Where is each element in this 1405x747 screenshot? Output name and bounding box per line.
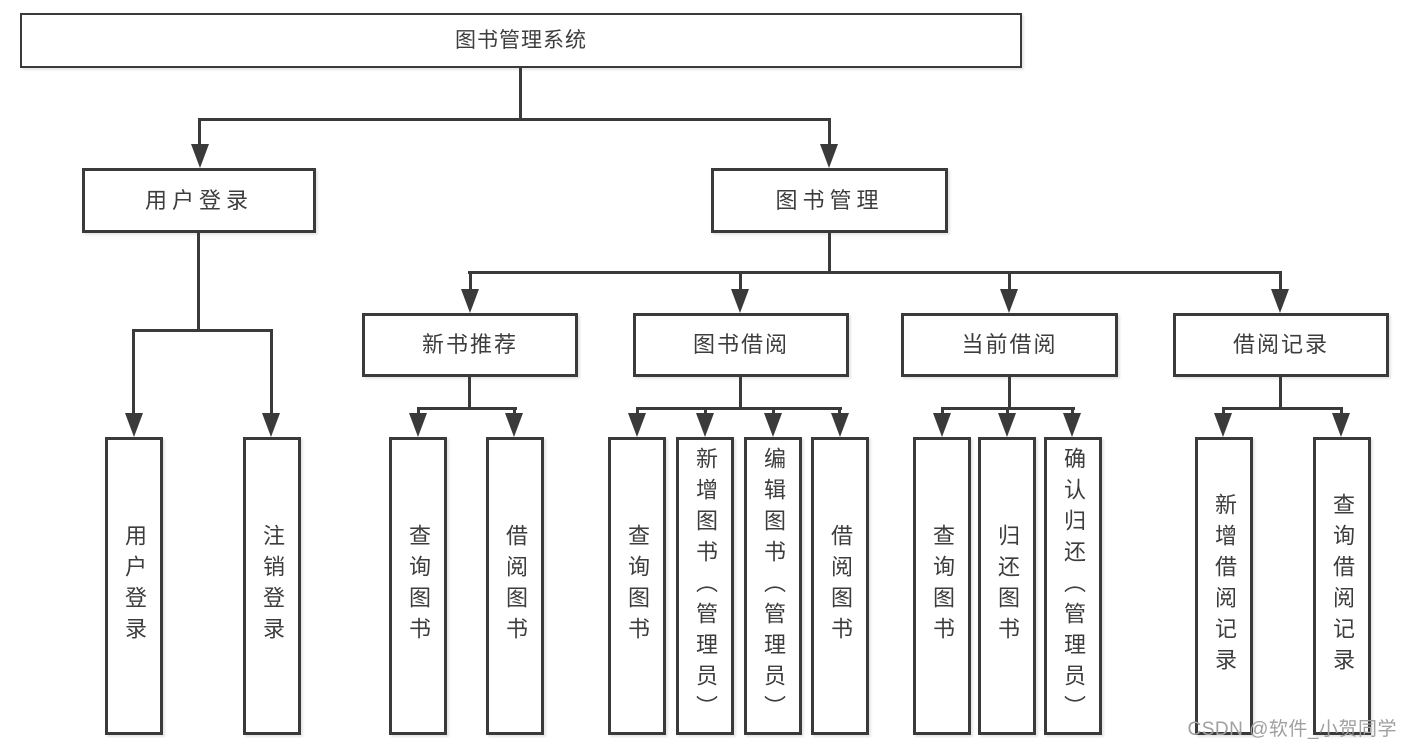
node-label: 查询图书 — [930, 524, 955, 648]
arrowhead — [409, 413, 427, 437]
connector-line — [828, 118, 831, 148]
node-label: 图书管理系统 — [455, 29, 587, 52]
arrowhead — [1000, 289, 1018, 313]
connector-line — [198, 118, 831, 121]
node-label: 当前借阅 — [961, 332, 1058, 357]
arrowhead — [1332, 413, 1350, 437]
node-return-books: 归还图书 — [978, 437, 1036, 735]
node-label: 图书管理 — [775, 187, 884, 213]
node-user-login: 用户登录 — [82, 168, 316, 233]
node-query-books-current: 查询图书 — [913, 437, 971, 735]
node-label: 归还图书 — [995, 524, 1020, 648]
node-label: 借阅记录 — [1232, 332, 1329, 357]
node-edit-book-admin: 编辑图书（管理员） — [744, 437, 802, 735]
node-label: 查询图书 — [406, 524, 431, 648]
connector-line — [1008, 377, 1011, 410]
node-query-borrow-record: 查询借阅记录 — [1313, 437, 1371, 735]
connector-line — [739, 271, 742, 293]
node-label: 用户登录 — [122, 524, 147, 648]
node-label: 查询图书 — [625, 524, 650, 648]
node-query-books-borrowing: 查询图书 — [608, 437, 666, 735]
node-label: 注销登录 — [260, 524, 285, 648]
connector-line — [838, 407, 841, 415]
connector-line — [469, 271, 472, 293]
watermark: CSDN @软件_小贺同学 — [1187, 719, 1397, 740]
connector-line — [417, 407, 420, 415]
arrowhead — [820, 144, 838, 168]
arrowhead — [628, 413, 646, 437]
node-borrow-books-recommend: 借阅图书 — [486, 437, 544, 735]
arrowhead — [764, 413, 782, 437]
node-add-borrow-record: 新增借阅记录 — [1195, 437, 1253, 735]
connector-line — [270, 329, 273, 415]
connector-line — [197, 233, 200, 332]
connector-line — [1279, 271, 1282, 293]
node-user-login-leaf: 用户登录 — [105, 437, 163, 735]
node-label: 新增图书（管理员） — [693, 446, 718, 726]
connector-line — [468, 377, 471, 410]
connector-line — [1222, 407, 1343, 410]
connector-line — [1071, 407, 1074, 415]
node-borrowing-records: 借阅记录 — [1173, 313, 1389, 377]
arrowhead — [1271, 289, 1289, 313]
connector-line — [636, 407, 842, 410]
node-label: 借阅图书 — [828, 524, 853, 648]
arrowhead — [998, 413, 1016, 437]
connector-line — [417, 407, 517, 410]
node-query-books-recommend: 查询图书 — [389, 437, 447, 735]
arrowhead — [1214, 413, 1232, 437]
connector-line — [519, 68, 522, 121]
connector-line — [636, 407, 639, 415]
connector-line — [132, 329, 135, 415]
connector-line — [1222, 407, 1225, 415]
connector-line — [468, 271, 1282, 274]
arrowhead — [505, 413, 523, 437]
node-book-management: 图书管理 — [711, 168, 948, 233]
arrowhead — [933, 413, 951, 437]
node-borrow-books: 借阅图书 — [811, 437, 869, 735]
arrowhead — [731, 289, 749, 313]
arrowhead — [125, 413, 143, 437]
connector-line — [1340, 407, 1343, 415]
connector-line — [198, 118, 201, 148]
node-label: 新书推荐 — [421, 332, 518, 357]
connector-line — [132, 329, 273, 332]
node-add-book-admin: 新增图书（管理员） — [676, 437, 734, 735]
node-confirm-return-admin: 确认归还（管理员） — [1044, 437, 1102, 735]
connector-line — [1279, 377, 1282, 410]
node-label: 用户登录 — [144, 187, 253, 213]
node-current-borrowing: 当前借阅 — [901, 313, 1118, 377]
node-label: 新增借阅记录 — [1212, 493, 1237, 679]
arrowhead — [831, 413, 849, 437]
node-label: 编辑图书（管理员） — [761, 446, 786, 726]
connector-line — [739, 377, 742, 410]
arrowhead — [461, 289, 479, 313]
arrowhead — [696, 413, 714, 437]
node-logout: 注销登录 — [243, 437, 301, 735]
node-label: 确认归还（管理员） — [1061, 446, 1086, 726]
arrowhead — [262, 413, 280, 437]
connector-line — [704, 407, 707, 415]
connector-line — [941, 407, 944, 415]
connector-line — [772, 407, 775, 415]
connector-line — [1006, 407, 1009, 415]
node-label: 借阅图书 — [503, 524, 528, 648]
connector-line — [513, 407, 516, 415]
connector-line — [828, 233, 831, 274]
connector-line — [1008, 271, 1011, 293]
arrowhead — [191, 144, 209, 168]
node-root: 图书管理系统 — [20, 13, 1022, 68]
arrowhead — [1063, 413, 1081, 437]
node-label: 图书借阅 — [692, 332, 789, 357]
node-label: 查询借阅记录 — [1330, 493, 1355, 679]
node-book-borrowing: 图书借阅 — [633, 313, 849, 377]
node-new-book-recommendation: 新书推荐 — [362, 313, 578, 377]
